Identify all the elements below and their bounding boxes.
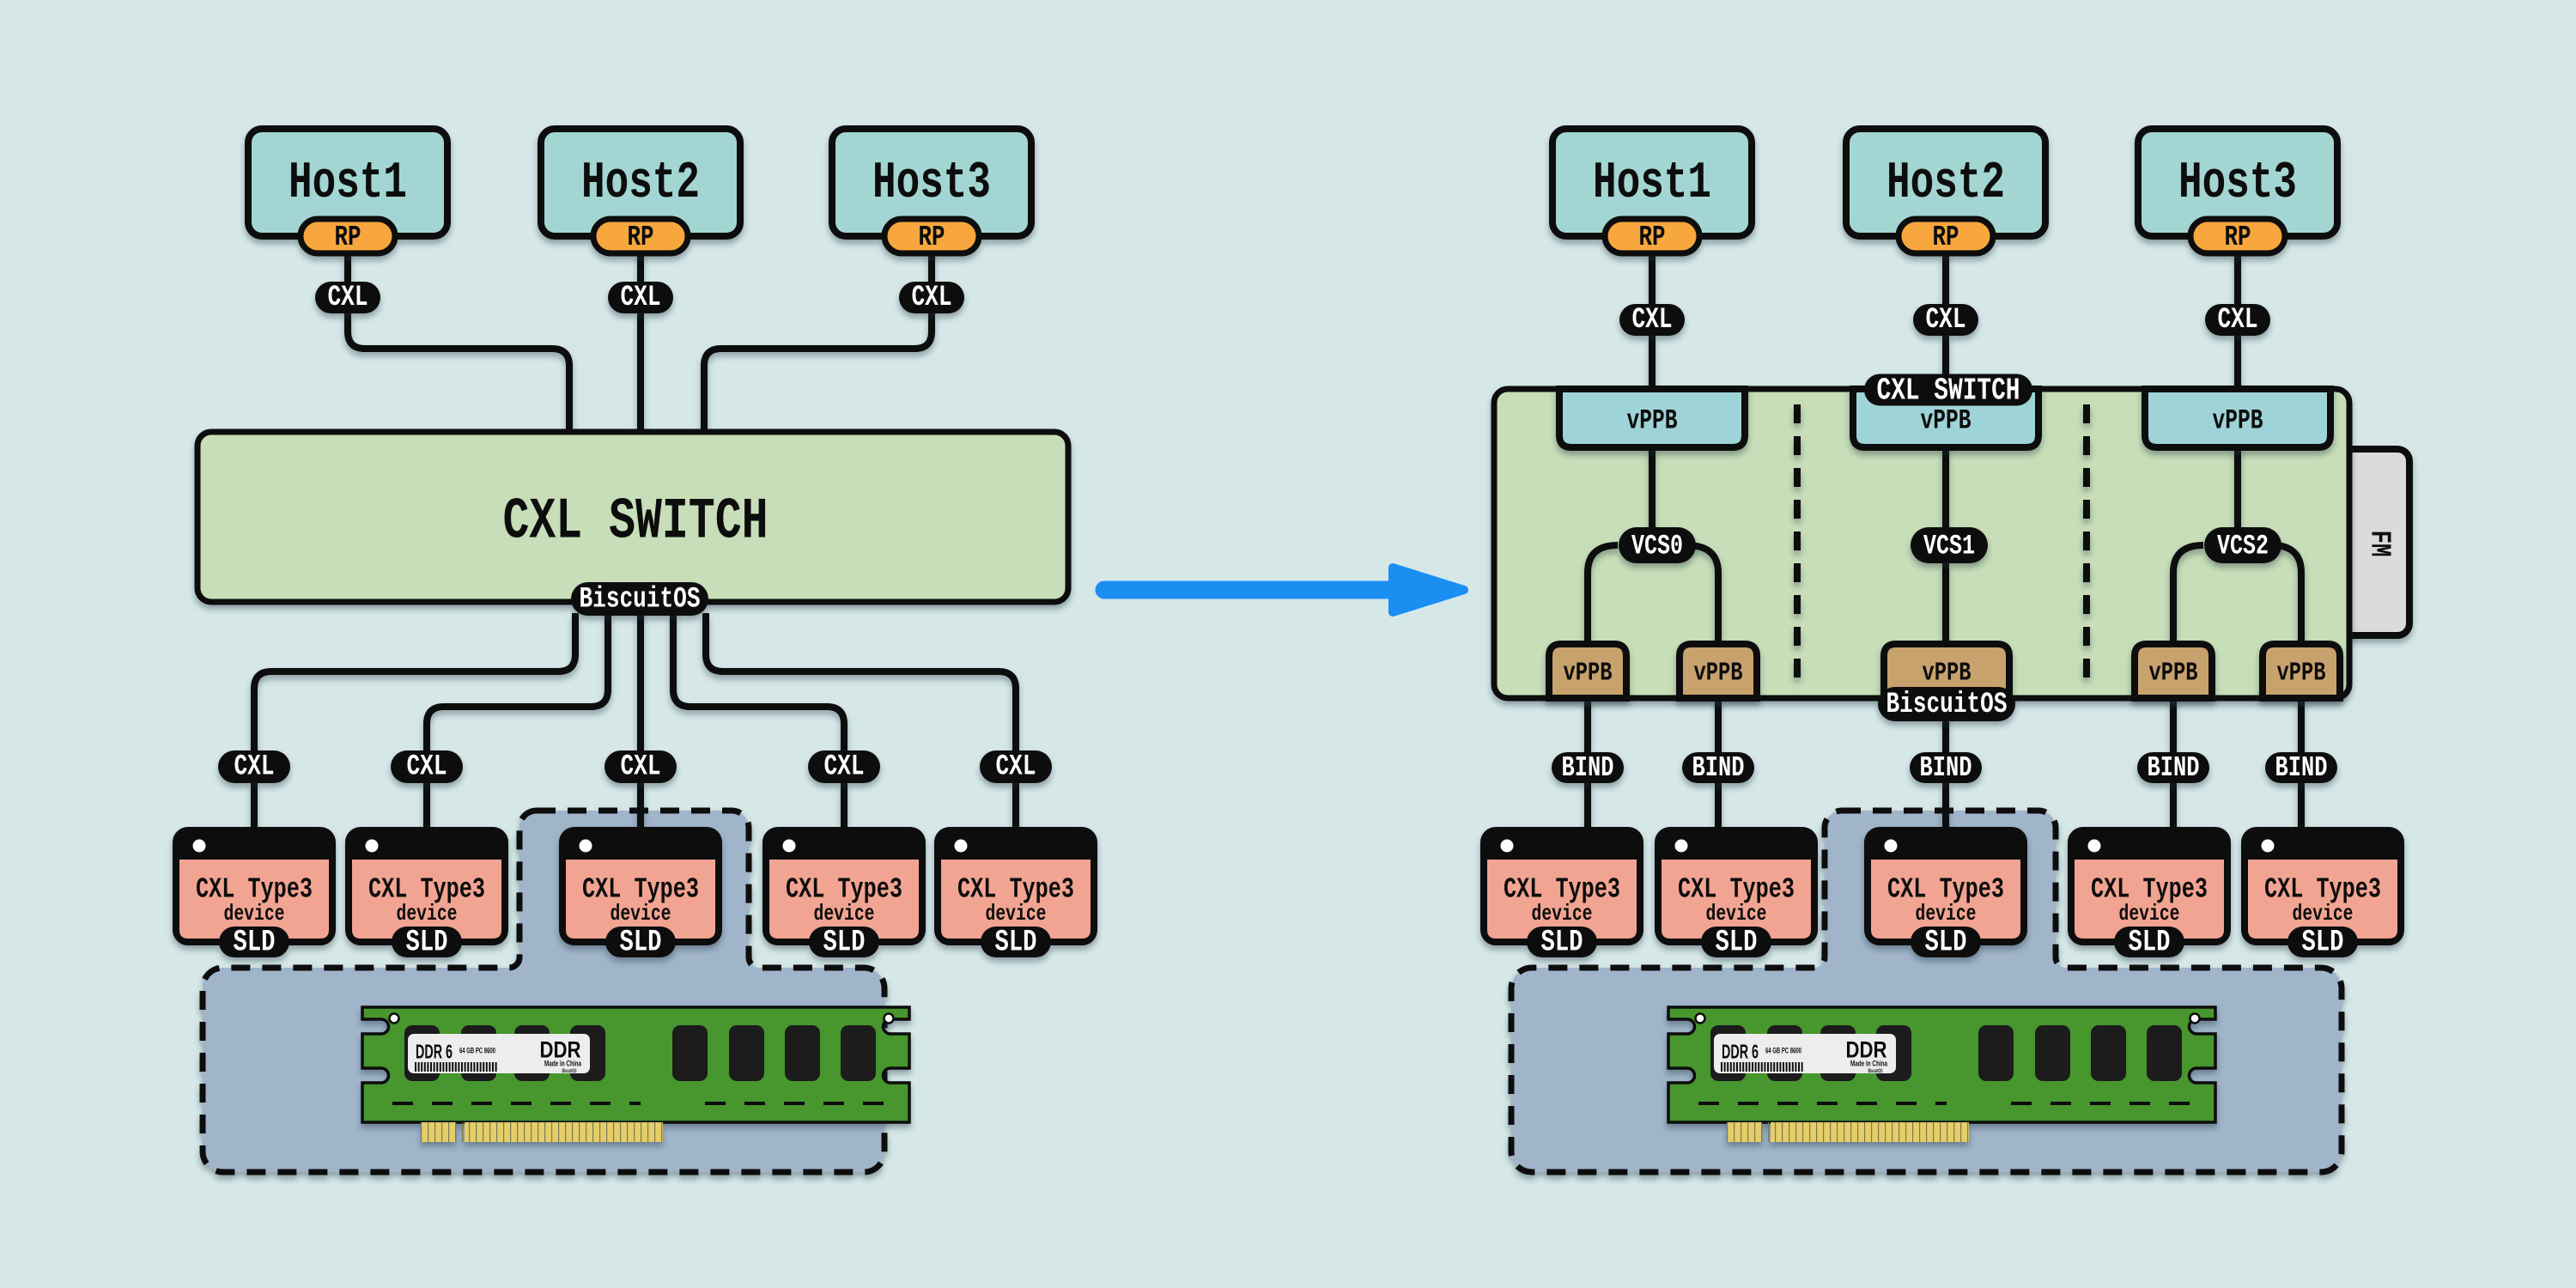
svg-text:RP: RP <box>1933 222 1959 253</box>
svg-text:DDR 6: DDR 6 <box>1722 1041 1759 1063</box>
svg-text:BIND: BIND <box>1920 752 1972 784</box>
svg-text:CXL: CXL <box>234 751 275 784</box>
svg-text:Host3: Host3 <box>872 155 991 213</box>
svg-text:RP: RP <box>335 222 361 253</box>
svg-text:RP: RP <box>919 222 945 253</box>
svg-text:SLD: SLD <box>1925 926 1967 960</box>
svg-text:SLD: SLD <box>1541 926 1583 960</box>
svg-text:SLD: SLD <box>406 926 448 960</box>
svg-text:vPPB: vPPB <box>1627 405 1678 437</box>
svg-text:CXL Type3: CXL Type3 <box>368 874 485 906</box>
svg-text:VCS0: VCS0 <box>1631 531 1683 562</box>
svg-text:device: device <box>1706 901 1767 927</box>
svg-text:SLD: SLD <box>1716 926 1758 960</box>
svg-text:Host1: Host1 <box>289 155 407 213</box>
svg-text:DDR: DDR <box>540 1037 581 1063</box>
svg-text:CXL SWITCH: CXL SWITCH <box>503 489 769 556</box>
svg-text:CXL: CXL <box>2218 304 2258 337</box>
svg-text:BiscuitOS: BiscuitOS <box>580 584 701 617</box>
svg-text:BiscuitOS: BiscuitOS <box>1886 689 2008 721</box>
svg-text:CXL: CXL <box>621 751 661 784</box>
svg-text:DDR: DDR <box>1846 1037 1887 1063</box>
svg-text:SLD: SLD <box>234 926 276 960</box>
svg-text:CXL: CXL <box>1632 304 1673 337</box>
svg-text:CXL: CXL <box>328 282 368 314</box>
svg-text:vPPB: vPPB <box>2149 659 2198 689</box>
svg-text:device: device <box>814 901 875 927</box>
svg-text:Made in China: Made in China <box>1850 1060 1887 1069</box>
svg-text:BIND: BIND <box>2148 752 2200 784</box>
svg-text:CXL Type3: CXL Type3 <box>2264 874 2381 906</box>
svg-text:CXL Type3: CXL Type3 <box>786 874 902 906</box>
svg-text:SLD: SLD <box>2129 926 2171 960</box>
svg-text:CXL Type3: CXL Type3 <box>2091 874 2208 906</box>
svg-text:Host2: Host2 <box>1886 155 2005 213</box>
svg-text:device: device <box>397 901 458 927</box>
svg-text:BiscuitOS: BiscuitOS <box>1868 1068 1883 1074</box>
svg-text:VCS1: VCS1 <box>1923 531 1975 562</box>
svg-text:vPPB: vPPB <box>1923 659 1971 689</box>
svg-text:vPPB: vPPB <box>2213 405 2263 437</box>
svg-text:CXL Type3: CXL Type3 <box>582 874 699 906</box>
svg-text:64 GB PC 8600: 64 GB PC 8600 <box>1765 1047 1801 1055</box>
svg-text:device: device <box>1532 901 1593 927</box>
svg-text:SLD: SLD <box>995 926 1037 960</box>
svg-text:device: device <box>2119 901 2180 927</box>
svg-text:CXL Type3: CXL Type3 <box>1887 874 2004 906</box>
svg-text:CXL: CXL <box>824 751 865 784</box>
svg-text:Made in China: Made in China <box>544 1060 581 1069</box>
svg-text:CXL: CXL <box>996 751 1036 784</box>
svg-text:RP: RP <box>1639 222 1666 253</box>
svg-text:BIND: BIND <box>1692 752 1745 784</box>
svg-text:CXL: CXL <box>1926 304 1966 337</box>
svg-text:DDR 6: DDR 6 <box>416 1041 453 1063</box>
svg-text:device: device <box>2293 901 2354 927</box>
svg-text:CXL: CXL <box>407 751 447 784</box>
svg-text:vPPB: vPPB <box>1694 659 1743 689</box>
svg-text:CXL Type3: CXL Type3 <box>1504 874 1620 906</box>
svg-text:Host3: Host3 <box>2178 155 2297 213</box>
svg-text:device: device <box>1916 901 1977 927</box>
svg-text:BiscuitOS: BiscuitOS <box>562 1068 577 1074</box>
svg-text:RP: RP <box>628 222 654 253</box>
svg-text:BIND: BIND <box>2275 752 2328 784</box>
svg-text:CXL: CXL <box>912 282 952 314</box>
svg-text:vPPB: vPPB <box>2277 659 2326 689</box>
svg-text:CXL SWITCH: CXL SWITCH <box>1877 374 2020 409</box>
svg-text:SLD: SLD <box>620 926 662 960</box>
svg-text:SLD: SLD <box>823 926 866 960</box>
svg-text:vPPB: vPPB <box>1564 659 1613 689</box>
svg-text:SLD: SLD <box>2302 926 2344 960</box>
svg-text:CXL: CXL <box>621 282 661 314</box>
svg-text:Host1: Host1 <box>1593 155 1711 213</box>
svg-text:device: device <box>611 901 671 927</box>
svg-text:vPPB: vPPB <box>1921 405 1971 437</box>
svg-text:BIND: BIND <box>1562 752 1614 784</box>
svg-text:VCS2: VCS2 <box>2217 531 2269 562</box>
svg-text:Host2: Host2 <box>581 155 700 213</box>
svg-text:FM: FM <box>2364 531 2396 557</box>
svg-text:CXL Type3: CXL Type3 <box>196 874 313 906</box>
svg-text:RP: RP <box>2225 222 2251 253</box>
svg-text:device: device <box>986 901 1047 927</box>
svg-text:CXL Type3: CXL Type3 <box>957 874 1074 906</box>
svg-text:device: device <box>224 901 285 927</box>
svg-text:64 GB PC 8600: 64 GB PC 8600 <box>459 1047 495 1055</box>
svg-text:CXL Type3: CXL Type3 <box>1678 874 1795 906</box>
